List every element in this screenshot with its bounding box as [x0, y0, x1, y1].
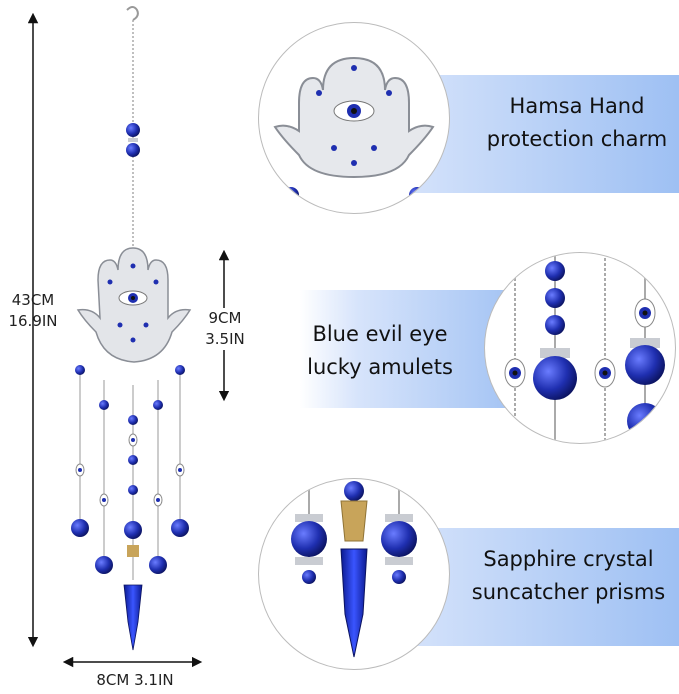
evil-eye-icons [75, 433, 185, 507]
suncatcher-product-svg [27, 6, 230, 668]
crystal-prism-icon [123, 584, 143, 651]
hand-height-label: 9CM 3.5IN [196, 308, 254, 350]
hook-icon [126, 6, 139, 21]
height-label: 43CM 16.9IN [0, 290, 66, 332]
height-in: 16.9IN [8, 312, 58, 330]
width-label: 8CM 3.1IN [96, 671, 174, 689]
feature-hamsa-line1: Hamsa Hand [509, 94, 645, 118]
feature-crystal-line1: Sapphire crystal [483, 547, 654, 571]
hamsa-closeup-circle [258, 22, 450, 214]
feature-evil-eye-line2: lucky amulets [307, 355, 453, 379]
crystal-closeup-circle [258, 478, 450, 670]
height-cm: 43CM [11, 291, 55, 309]
evil-eye-closeup-circle [484, 252, 676, 444]
product-illustration [0, 0, 260, 694]
evil-eye-closeup-icon [504, 253, 665, 443]
blue-beads [71, 365, 189, 574]
feature-hamsa-text: Hamsa Hand protection charm [475, 90, 679, 156]
feature-crystal-text: Sapphire crystal suncatcher prisms [458, 543, 679, 609]
hamsa-hand-closeup-icon [273, 56, 435, 203]
hand-cm: 9CM [208, 309, 242, 327]
feature-evil-eye-line1: Blue evil eye [312, 322, 448, 346]
crystal-prism-closeup-icon [291, 479, 417, 658]
hand-in: 3.5IN [205, 330, 245, 348]
feature-evil-eye-text: Blue evil eye lucky amulets [280, 318, 480, 384]
feature-hamsa-line2: protection charm [486, 127, 668, 151]
feature-crystal-line2: suncatcher prisms [471, 580, 666, 604]
hamsa-hand-icon [76, 247, 192, 363]
